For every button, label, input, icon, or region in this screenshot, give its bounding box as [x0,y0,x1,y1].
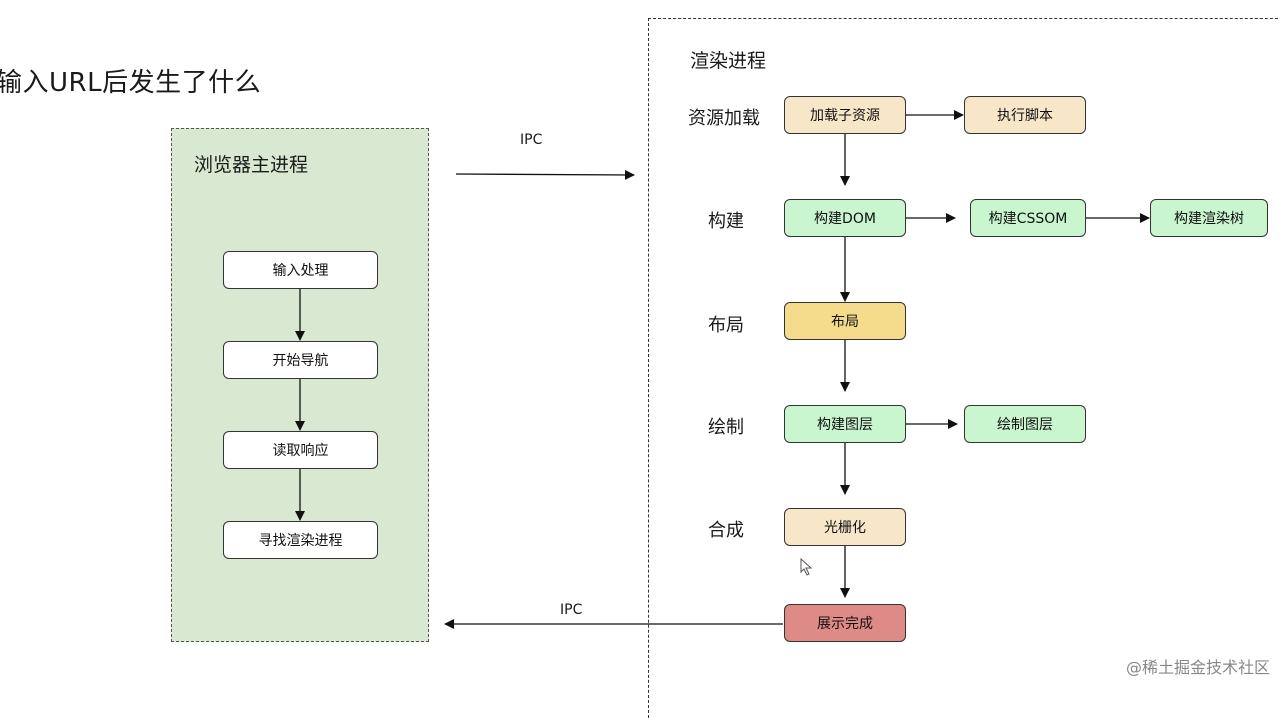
step-start-navigation: 开始导航 [223,341,378,379]
arrow-ipc-to-renderer [455,169,635,180]
page-title: 输入URL后发生了什么 [0,68,262,98]
node-paint-layers: 绘制图层 [964,405,1086,443]
row-label-layout: 布局 [708,315,744,336]
node-layout: 布局 [784,302,906,340]
ipc-label-top: IPC [520,132,543,148]
diagram-arrows [295,110,1150,629]
ipc-label-bottom: IPC [560,602,583,618]
node-execute-script: 执行脚本 [964,96,1086,134]
node-build-render-tree: 构建渲染树 [1150,199,1268,237]
row-label-paint: 绘制 [708,417,744,438]
node-rasterize: 光栅化 [784,508,906,546]
watermark: @稀土掘金技术社区 [1125,658,1270,677]
node-build-layers: 构建图层 [784,405,906,443]
node-build-cssom: 构建CSSOM [970,199,1086,237]
browser-process-title: 浏览器主进程 [194,154,309,176]
step-read-response: 读取响应 [223,431,378,469]
node-load-subresources: 加载子资源 [784,96,906,134]
node-display-done: 展示完成 [784,604,906,642]
mouse-cursor-icon [800,558,813,576]
row-label-build: 构建 [708,211,744,232]
step-input-handling: 输入处理 [223,251,378,289]
row-label-resource-loading: 资源加载 [688,108,760,129]
render-process-title: 渲染进程 [690,50,767,72]
step-find-renderer: 寻找渲染进程 [223,521,378,559]
row-label-composite: 合成 [708,520,744,541]
render-process-panel [648,18,1280,718]
node-build-dom: 构建DOM [784,199,906,237]
